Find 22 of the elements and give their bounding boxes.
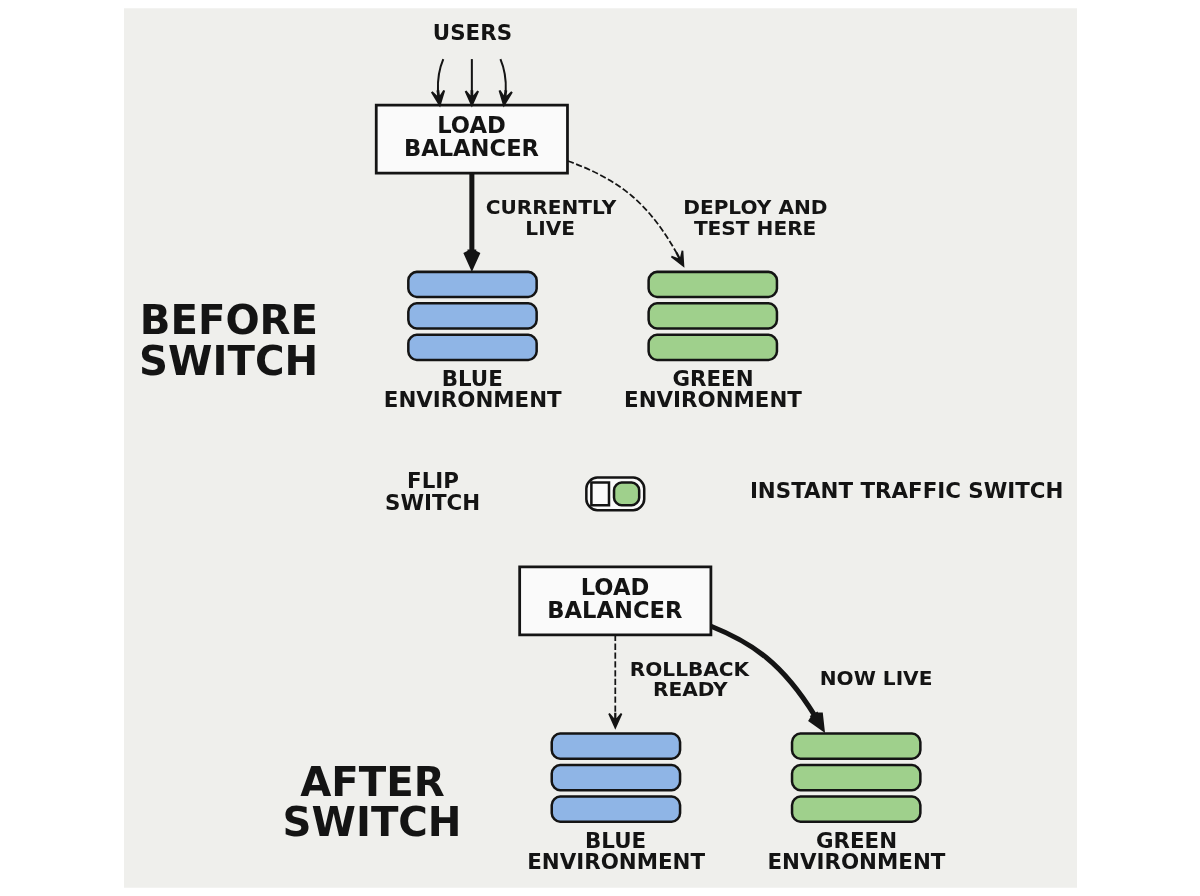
label: BEFORE SWITCH [138, 297, 318, 384]
arrow [607, 634, 622, 729]
node-box: LOAD BALANCER [374, 103, 569, 175]
arrow [464, 59, 479, 106]
label: FLIP SWITCH [384, 468, 480, 515]
edge-label: ROLLBACK READY [629, 657, 749, 702]
node-label: GREEN ENVIRONMENT [767, 827, 945, 874]
arrow [566, 160, 684, 267]
node-label: BLUE ENVIRONMENT [526, 827, 705, 874]
node-box: LOAD BALANCER [517, 565, 712, 637]
node-label: BLUE ENVIRONMENT [383, 365, 562, 413]
edge-label: NOW LIVE [819, 665, 932, 690]
arrow [709, 623, 824, 731]
arrow [498, 58, 513, 106]
edge-label: CURRENTLY LIVE [485, 195, 616, 240]
arrow [430, 58, 445, 106]
node-label: GREEN ENVIRONMENT [623, 365, 802, 413]
label: INSTANT TRAFFIC SWITCH [749, 477, 1063, 503]
arrow [462, 173, 481, 269]
label: AFTER SWITCH [282, 758, 462, 846]
edge-label: DEPLOY AND TEST HERE [682, 195, 828, 240]
node-text: USERS [432, 19, 512, 45]
